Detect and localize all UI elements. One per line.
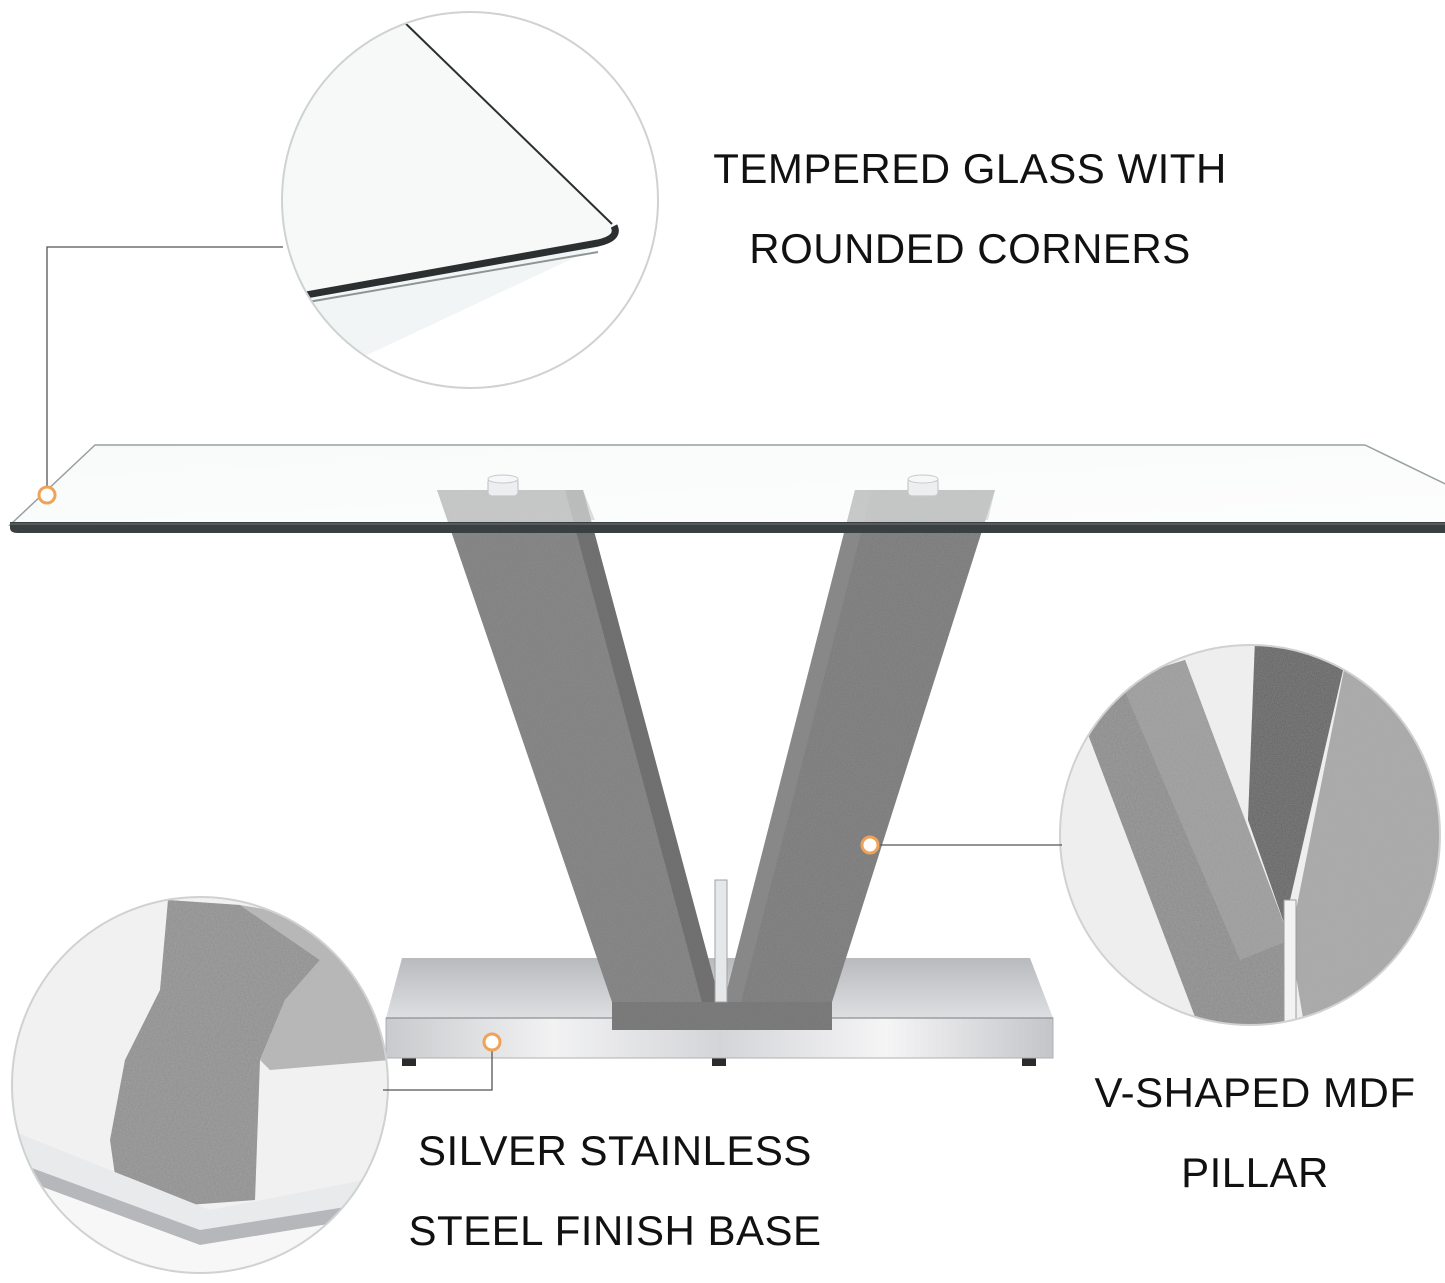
- base-detail: [11, 896, 389, 1274]
- pillar-detail: [1059, 644, 1441, 1026]
- table-feet: [402, 1057, 1036, 1066]
- steel-inlay: [714, 879, 728, 1003]
- leader-lines: [46, 246, 1062, 1091]
- pillar-caption-line-1: V-SHAPED MDF: [1094, 1069, 1416, 1116]
- base-caption-line-2: STEEL FINISH BASE: [408, 1207, 822, 1254]
- pillar-caption-line-2: PILLAR: [1181, 1149, 1329, 1196]
- glass-tabletop: [8, 444, 1445, 533]
- callout-markers: [37, 485, 880, 1052]
- base-marker: [482, 1032, 502, 1052]
- glass-corner-detail: [281, 11, 659, 389]
- v-pillar-left: [437, 490, 720, 1002]
- console-table: [8, 444, 1445, 1066]
- glass-leader-line: [46, 246, 283, 492]
- glass-caption-line-1: TEMPERED GLASS WITH: [713, 145, 1227, 192]
- glass-caption-line-2: ROUNDED CORNERS: [749, 225, 1191, 272]
- pillar-marker: [860, 835, 880, 855]
- v-pillar-right: [724, 490, 995, 1002]
- base-leader-line: [383, 1045, 493, 1091]
- base-caption-line-1: SILVER STAINLESS: [418, 1127, 812, 1174]
- glass-marker: [37, 485, 57, 505]
